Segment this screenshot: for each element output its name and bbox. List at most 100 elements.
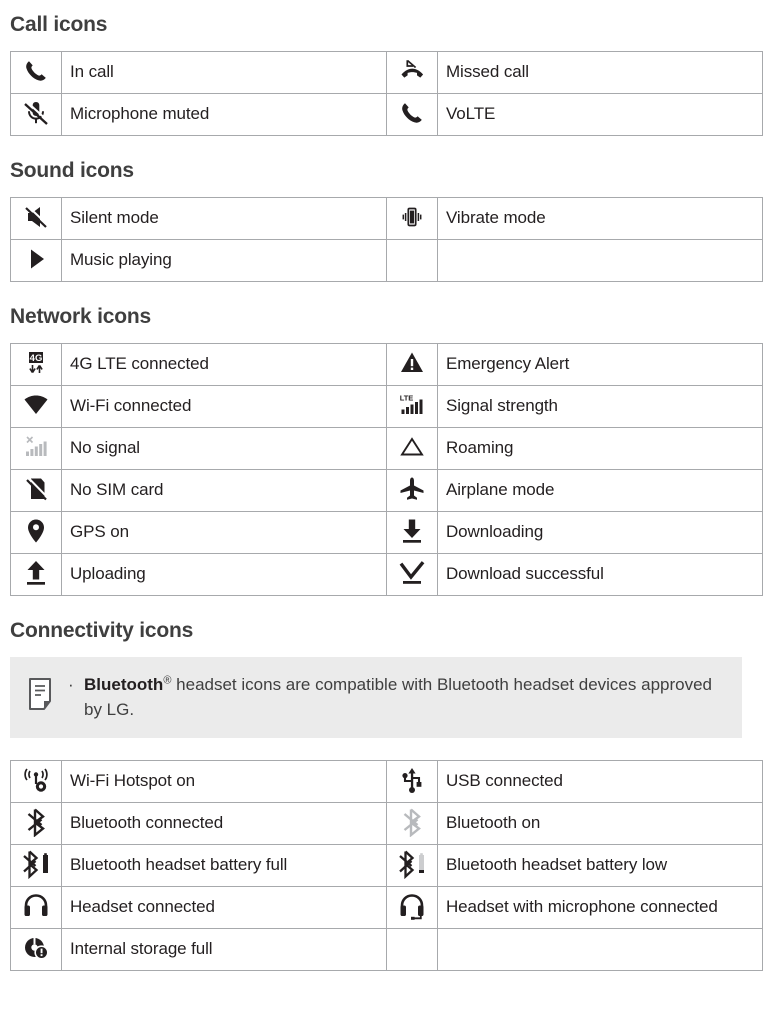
icon-label: Bluetooth on <box>437 802 763 846</box>
table-row: Bluetooth headset battery full Bluetooth… <box>10 844 763 888</box>
connectivity-icons-table: Wi-Fi Hotspot on USB connected <box>10 760 763 972</box>
icon-cell <box>10 427 62 470</box>
note-text: Bluetooth® headset icons are compatible … <box>84 673 728 722</box>
icon-label: Bluetooth headset battery low <box>437 844 763 888</box>
icon-cell <box>10 553 62 596</box>
icon-cell <box>10 886 62 930</box>
icon-cell <box>386 427 438 470</box>
icon-cell: 4G <box>10 343 62 386</box>
icon-label-empty <box>437 239 763 282</box>
usb-icon <box>392 763 432 797</box>
icon-label: Silent mode <box>61 197 387 240</box>
table-row: No SIM card Airplane mode <box>10 469 763 512</box>
icon-cell-empty <box>386 928 438 972</box>
icon-label: Roaming <box>437 427 763 470</box>
icon-cell <box>10 928 62 972</box>
note-bullet: · <box>68 675 74 694</box>
icon-cell <box>10 802 62 846</box>
icon-label: Microphone muted <box>61 93 387 136</box>
four-g-lte-icon: 4G <box>16 346 56 380</box>
microphone-muted-icon <box>16 96 56 130</box>
icon-label: Missed call <box>437 51 763 94</box>
icon-cell <box>386 343 438 386</box>
icon-label: 4G LTE connected <box>61 343 387 386</box>
note-document-icon <box>26 673 68 720</box>
icon-label: Uploading <box>61 553 387 596</box>
download-arrow-icon <box>392 514 432 548</box>
icon-cell <box>10 469 62 512</box>
headset-icon <box>16 889 56 923</box>
registered-mark: ® <box>163 674 172 687</box>
table-row: Wi-Fi Hotspot on USB connected <box>10 760 763 804</box>
lte-signal-strength-icon: LTE <box>392 388 432 422</box>
bluetooth-battery-low-icon <box>392 847 432 881</box>
icon-cell <box>10 844 62 888</box>
icon-cell <box>386 51 438 94</box>
section-heading-call: Call icons <box>10 13 108 36</box>
table-row: Music playing <box>10 239 763 282</box>
emergency-alert-icon <box>392 346 432 380</box>
table-row: 4G 4G LTE connected Emergency Alert <box>10 343 763 386</box>
icon-label: In call <box>61 51 387 94</box>
no-signal-icon <box>16 430 56 464</box>
icon-label: Wi-Fi Hotspot on <box>61 760 387 804</box>
icon-label: Bluetooth connected <box>61 802 387 846</box>
section-heading-connectivity: Connectivity icons <box>10 619 194 642</box>
note-box: · Bluetooth® headset icons are compatibl… <box>10 657 742 739</box>
wifi-hotspot-icon <box>16 763 56 797</box>
no-sim-card-icon <box>16 472 56 506</box>
icon-label: USB connected <box>437 760 763 804</box>
icon-label: No SIM card <box>61 469 387 512</box>
icon-label: Headset with microphone connected <box>437 886 763 930</box>
roaming-triangle-icon <box>392 430 432 464</box>
call-icons-table: In call Missed call <box>10 51 763 136</box>
volte-handset-icon <box>392 96 432 130</box>
table-row: Uploading Download successful <box>10 553 763 596</box>
icon-label: Music playing <box>61 239 387 282</box>
svg-text:4G: 4G <box>30 353 43 364</box>
icon-cell <box>386 511 438 554</box>
icon-label-empty <box>437 928 763 972</box>
icon-label: Signal strength <box>437 385 763 428</box>
icon-cell <box>386 553 438 596</box>
table-row: Microphone muted VoLTE <box>10 93 763 136</box>
icon-label: Internal storage full <box>61 928 387 972</box>
section-heading-network: Network icons <box>10 305 151 328</box>
headset-microphone-icon <box>392 889 432 923</box>
icon-label: Airplane mode <box>437 469 763 512</box>
speaker-mute-icon <box>16 200 56 234</box>
icon-cell <box>386 760 438 804</box>
icon-cell <box>386 93 438 136</box>
icon-label: No signal <box>61 427 387 470</box>
gps-pin-icon <box>16 514 56 548</box>
icon-cell <box>10 760 62 804</box>
icon-cell <box>10 385 62 428</box>
missed-call-icon <box>392 54 432 88</box>
icon-cell <box>386 197 438 240</box>
internal-storage-full-icon <box>16 931 56 965</box>
note-rest: headset icons are compatible with Blueto… <box>84 675 713 719</box>
icon-cell <box>10 93 62 136</box>
icon-cell-empty <box>386 239 438 282</box>
sound-icons-table: Silent mode Vibrate mode <box>10 197 763 282</box>
icon-cell <box>10 511 62 554</box>
icon-label: GPS on <box>61 511 387 554</box>
icon-label: Downloading <box>437 511 763 554</box>
icon-cell <box>10 197 62 240</box>
icon-label: VoLTE <box>437 93 763 136</box>
icon-cell <box>10 51 62 94</box>
bluetooth-connected-icon <box>16 805 56 839</box>
table-row: Headset connected Headset with microphon… <box>10 886 763 930</box>
bluetooth-on-icon <box>392 805 432 839</box>
icon-label: Vibrate mode <box>437 197 763 240</box>
icon-label: Wi-Fi connected <box>61 385 387 428</box>
table-row: Wi-Fi connected LTE Signal strength <box>10 385 763 428</box>
table-row: Silent mode Vibrate mode <box>10 197 763 240</box>
icon-cell <box>386 886 438 930</box>
network-icons-table: 4G 4G LTE connected Emergency Alert <box>10 343 763 596</box>
icon-label: Bluetooth headset battery full <box>61 844 387 888</box>
upload-arrow-icon <box>16 556 56 590</box>
phone-handset-icon <box>16 54 56 88</box>
airplane-mode-icon <box>392 472 432 506</box>
